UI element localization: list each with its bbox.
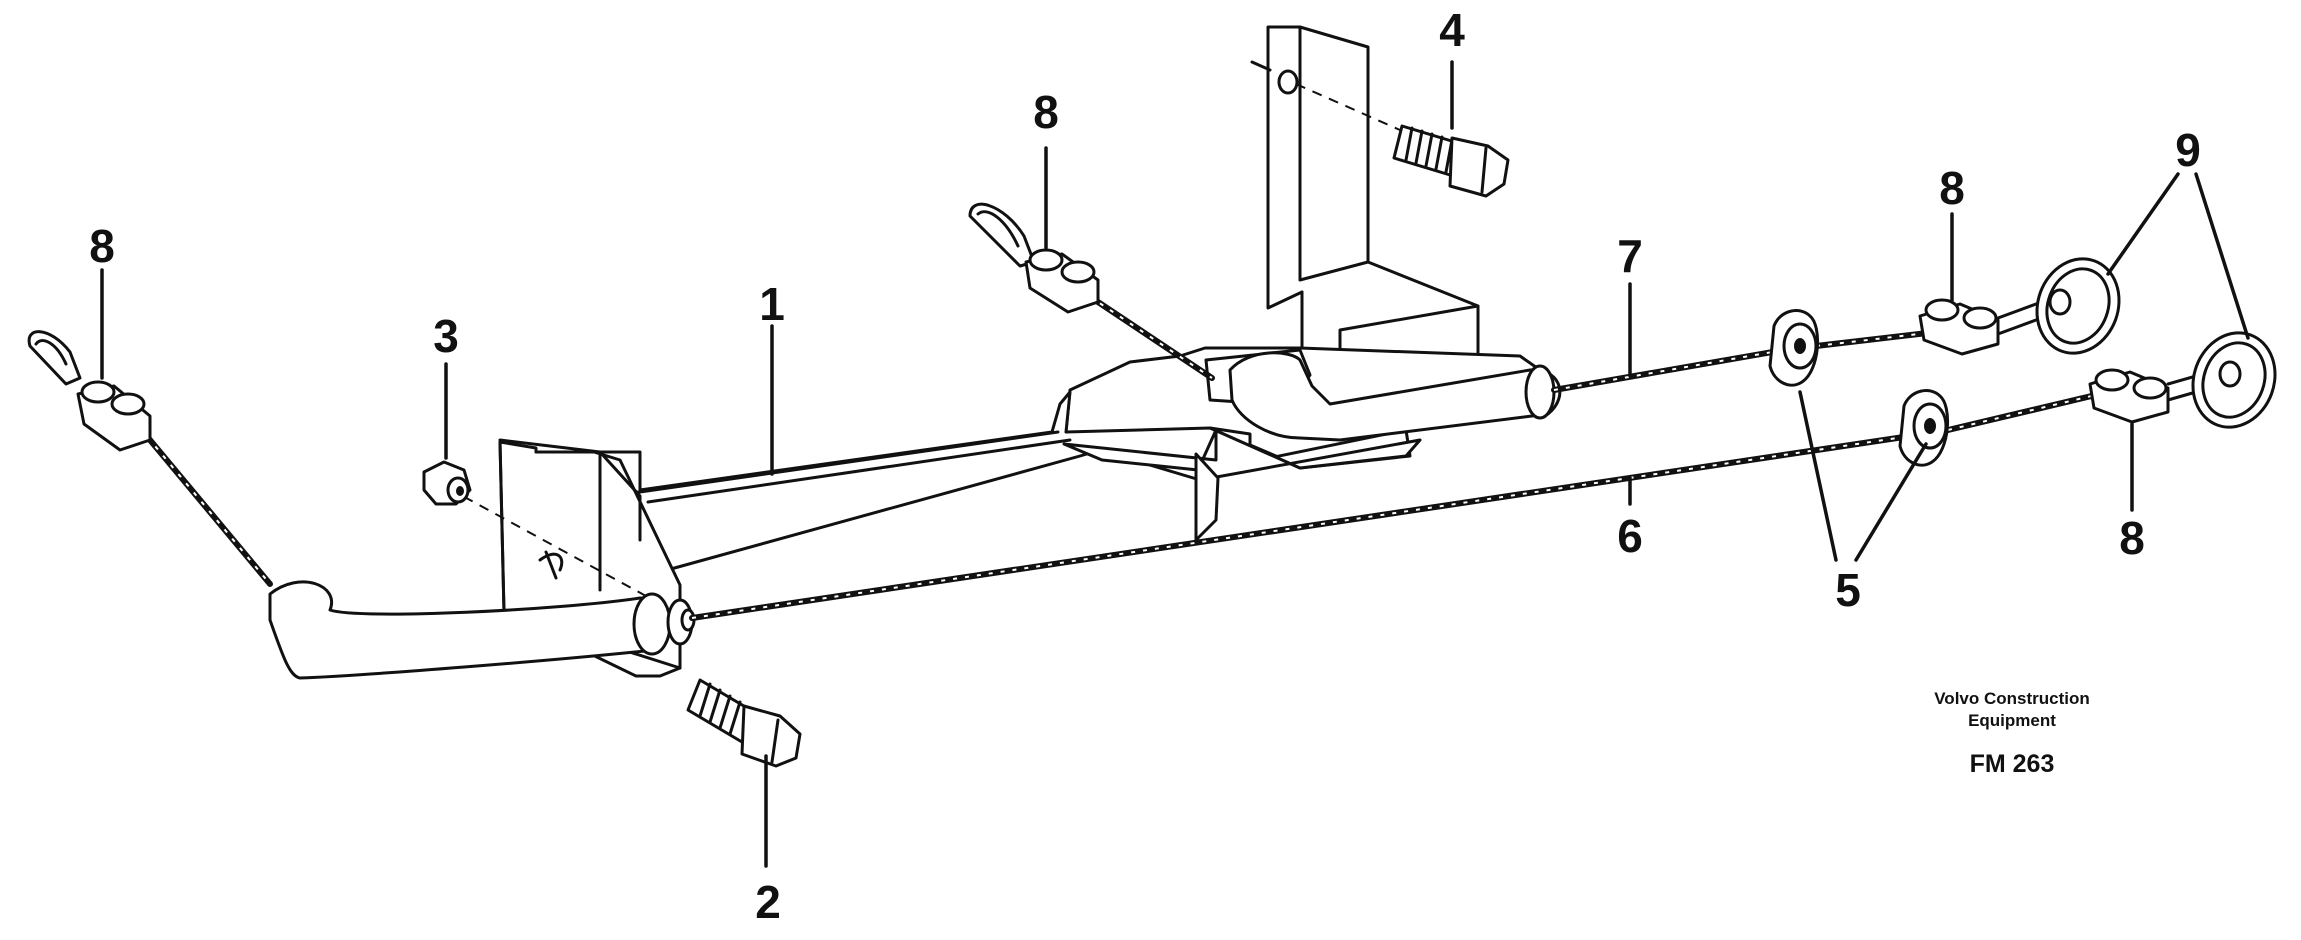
clamp-right-lower [2088,368,2238,424]
callout-8-top: 8 [1033,86,1059,138]
leader-lines [100,60,2250,868]
wire-7 [1551,329,1939,393]
wire-left [137,425,273,587]
nut-3 [422,460,472,506]
figure-code: FM 263 [1970,750,2055,778]
callout-4: 4 [1439,4,1465,56]
callout-7: 7 [1617,230,1643,282]
lower-grip [268,580,696,680]
callout-labels: 1 2 3 4 5 6 7 8 8 8 8 9 [89,4,2201,928]
stop-upper [1768,309,1820,387]
wire-6 [689,391,2103,621]
callout-2: 2 [755,876,781,928]
stop-lower [1898,389,1950,467]
credit-line-2: Equipment [1968,711,2056,730]
wire-top [1077,287,1215,381]
clamp-top [968,202,1100,314]
bolt-4 [1295,83,1510,198]
credit-line-1: Volvo Construction [1934,689,2090,708]
callout-6: 6 [1617,510,1643,562]
bolt-2 [686,678,802,768]
callout-9: 9 [2175,124,2201,176]
callout-5: 5 [1835,564,1861,616]
ring-lower [2191,331,2277,429]
publisher-credit: Volvo Construction Equipment FM 263 [1934,689,2090,778]
callout-3: 3 [433,310,459,362]
upright-bracket [1250,25,1480,397]
callout-8-right-upper: 8 [1939,162,1965,214]
ring-upper [2035,257,2121,355]
callout-8-right-lower: 8 [2119,512,2145,564]
callout-8-left: 8 [89,220,115,272]
clamp-left [27,330,152,452]
callout-1: 1 [759,278,785,330]
clamp-right-upper [1918,298,2062,356]
